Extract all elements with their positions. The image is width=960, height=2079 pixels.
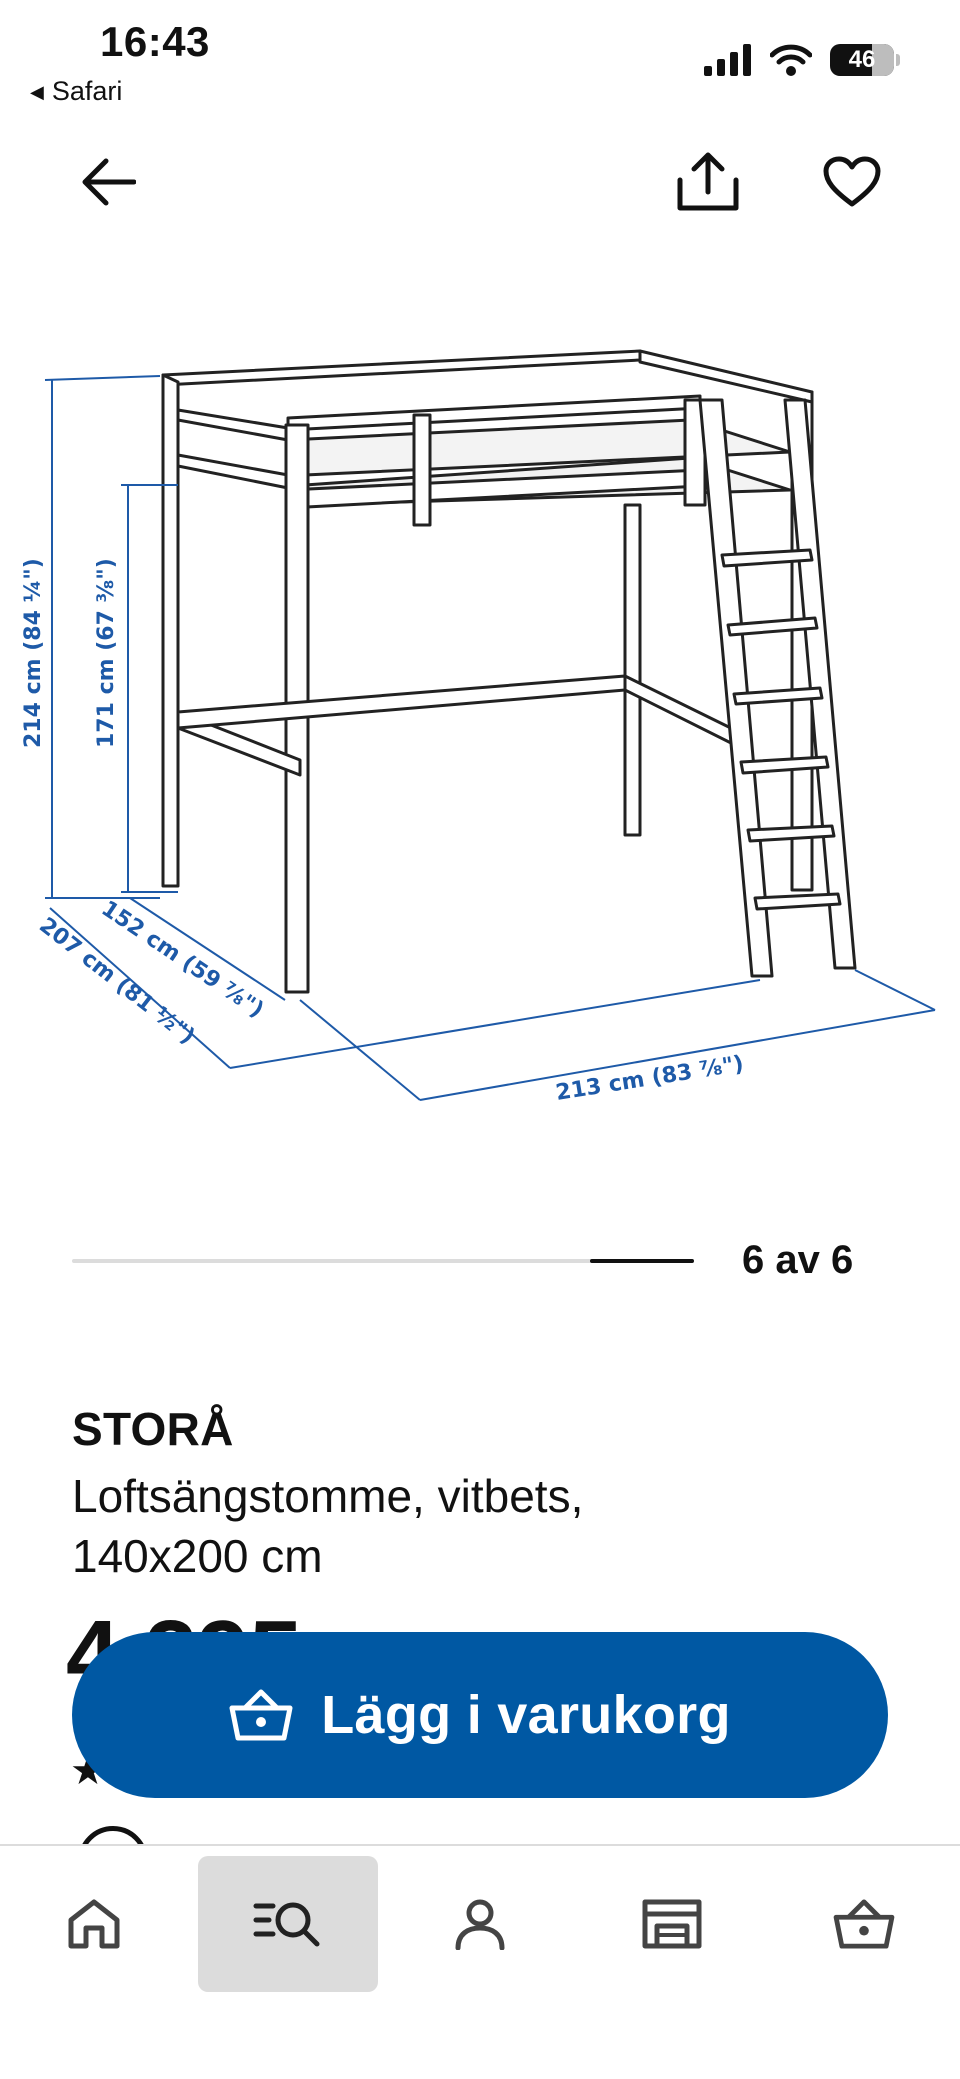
tab-cart[interactable] [774,1856,954,1992]
basket-icon [229,1689,293,1741]
tab-profile[interactable] [390,1856,570,1992]
tab-stores[interactable] [582,1856,762,1992]
frame-depth-label: 152 cm (59 ⅞") [97,896,268,1023]
signal-icon [704,44,751,76]
add-to-cart-label: Lägg i varukorg [321,1685,731,1745]
image-pager-count: 6 av 6 [742,1238,854,1282]
back-app-label: Safari [51,76,123,106]
favorite-button[interactable] [812,142,892,222]
total-height-label: 214 cm (84 ¼") [21,558,46,748]
home-icon [68,1899,120,1949]
basket-icon [833,1899,895,1949]
search-list-icon [253,1902,320,1947]
back-to-safari[interactable]: ◀ Safari [30,76,122,107]
share-icon [677,152,739,211]
bed-height-label: 171 cm (67 ⅜") [94,558,119,748]
tab-home[interactable] [4,1856,184,1992]
bed-drawing [161,349,857,994]
image-pager-indicator [590,1259,694,1263]
bottom-tab-bar [0,1844,960,2079]
status-indicators: 46 [704,40,900,80]
back-button[interactable] [68,142,148,222]
dimension-lines [44,375,936,1101]
total-depth-label: 207 cm (81 ½") [34,913,199,1050]
store-icon [642,1899,702,1949]
image-pager-track[interactable] [72,1259,694,1263]
status-time: 16:43 [100,18,210,65]
battery-level: 46 [848,46,876,73]
product-image[interactable]: 214 cm (84 ¼") 171 cm (67 ⅜") 152 cm (59… [0,300,960,1130]
share-button[interactable] [668,142,748,222]
tab-search[interactable] [198,1856,378,1992]
heart-icon [823,156,881,207]
back-triangle-icon: ◀ [30,82,44,102]
product-description: Loftsängstomme, vitbets, 140x200 cm [72,1470,584,1582]
person-icon [455,1899,505,1950]
product-name: STORÅ [72,1403,234,1455]
back-arrow-icon [82,158,136,206]
battery-tip [896,54,900,66]
add-to-cart-button[interactable]: Lägg i varukorg [72,1632,888,1798]
battery-icon: 46 [830,44,894,76]
status-bar: 16:43 ◀ Safari 46 [0,0,960,110]
wifi-icon [770,44,812,76]
